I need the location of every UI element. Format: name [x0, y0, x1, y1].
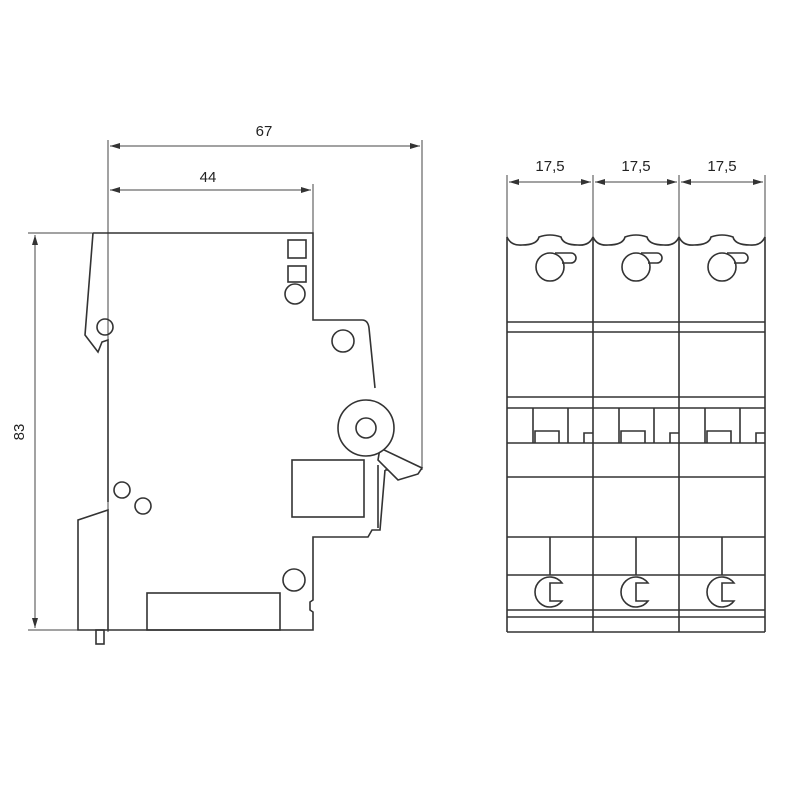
pole-2 — [592, 175, 680, 633]
pole-width-label-3: 17,5 — [707, 158, 736, 175]
dimension-label-44: 44 — [200, 169, 217, 186]
switch-pattern — [618, 408, 679, 443]
pole-3 — [678, 175, 766, 633]
dimension-label-83: 83 — [11, 424, 28, 441]
switch-pattern — [704, 408, 765, 443]
switch-pattern — [532, 408, 593, 443]
terminal-screw-icon — [707, 252, 737, 282]
lower-clip — [77, 508, 109, 631]
screw-tab — [641, 252, 663, 264]
dimension-label-67: 67 — [256, 123, 273, 140]
pin — [95, 629, 105, 645]
pole-width-label-1: 17,5 — [535, 158, 564, 175]
toggle-lever — [337, 399, 424, 481]
screw-tab — [727, 252, 749, 264]
terminal-clamp-icon — [620, 576, 650, 608]
top-edge — [678, 234, 766, 246]
terminal-screw-icon — [621, 252, 651, 282]
pole-width-label-2: 17,5 — [621, 158, 650, 175]
dimension-67: 67 — [107, 123, 423, 632]
pole-1 — [506, 175, 594, 633]
dimension-83: 83 — [11, 232, 100, 631]
screw-tab — [555, 252, 577, 264]
top-edge — [506, 234, 594, 246]
top-edge — [592, 234, 680, 246]
front-view: 17,5 17,5 17,5 — [506, 158, 766, 633]
terminal-screw-icon — [535, 252, 565, 282]
terminal-clamp-icon — [534, 576, 564, 608]
terminal-clamp-icon — [706, 576, 736, 608]
breaker-body-outline — [77, 232, 424, 645]
dimension-44: 44 — [110, 169, 314, 233]
side-view: 67 44 83 — [11, 123, 424, 645]
